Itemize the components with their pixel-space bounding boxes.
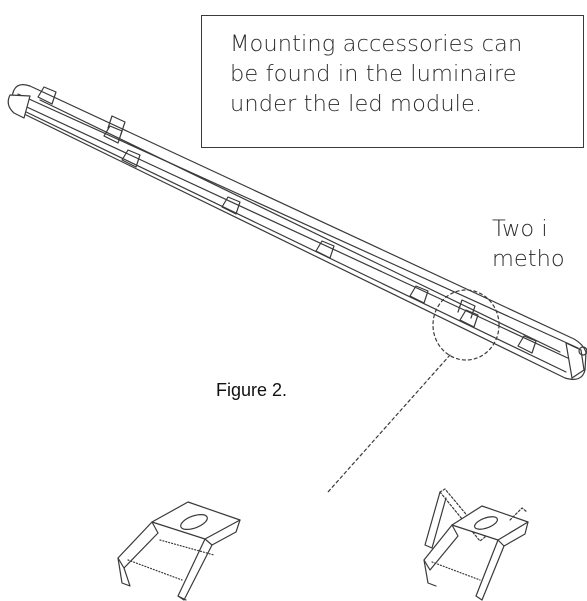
- luminaire-diffuser-line: [15, 101, 573, 361]
- end-cap-left: [7, 94, 31, 119]
- info-callout-box: Mounting accessories can be found in the…: [201, 15, 584, 148]
- figure-caption: Figure 2.: [216, 380, 288, 400]
- end-cap-right: [565, 342, 585, 379]
- callout-line-2: be found in the luminaire: [230, 61, 517, 87]
- mounting-clip-open: [423, 488, 529, 601]
- side-note-line-1: Two i: [492, 216, 548, 242]
- leader-line: [327, 354, 451, 493]
- luminaire-base-line: [21, 109, 567, 373]
- side-note-line-2: metho: [492, 246, 565, 272]
- luminaire-clips: [37, 86, 537, 354]
- luminaire-top-edge: [17, 93, 579, 349]
- cable-gland: [578, 346, 587, 356]
- detail-circle: [432, 289, 500, 361]
- side-note-text: Two i metho: [492, 214, 565, 274]
- callout-line-1: Mounting accessories can: [230, 31, 523, 57]
- mounting-clip-closed: [117, 501, 241, 601]
- callout-line-3: under the led module.: [230, 91, 483, 117]
